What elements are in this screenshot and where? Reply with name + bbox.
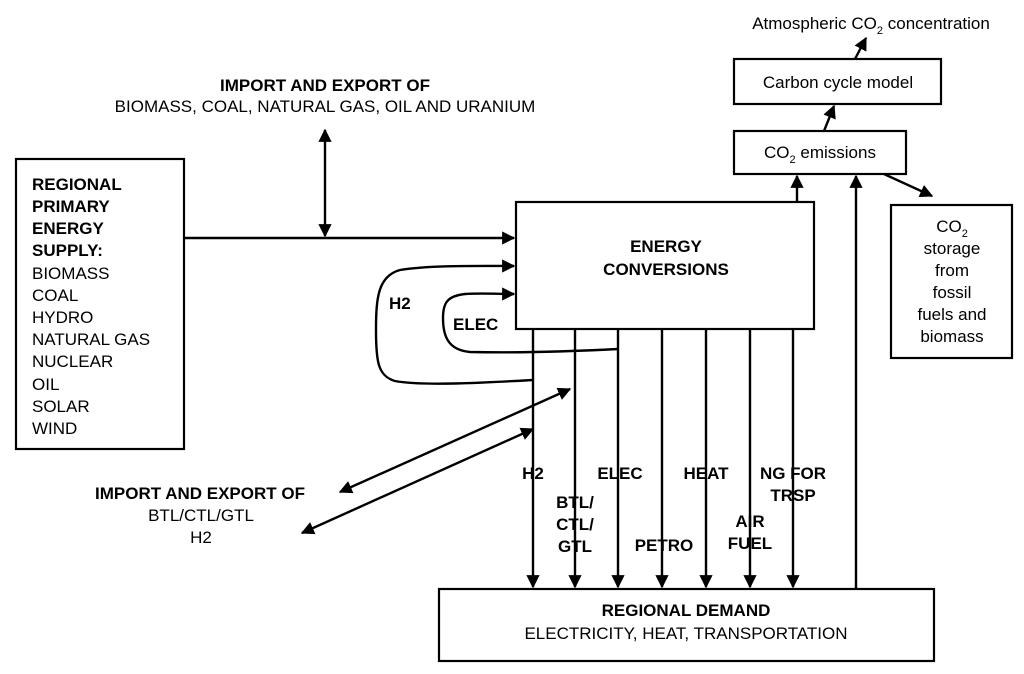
supply-item-oil: OIL [32,375,59,394]
supply-item-hydro: HYDRO [32,308,93,327]
co2-emissions-label: CO2 emissions [764,143,876,166]
regional-demand-box [437,587,936,663]
h2-feedback-loop-arrow [374,259,534,385]
conversions-line-1: ENERGY [630,237,702,256]
emissions-to-storage-arrow [883,172,934,198]
regional-primary-energy-supply-box [14,157,186,451]
flow-elec-label: ELEC [597,464,642,483]
storage-line-4: fossil [933,283,972,302]
demand-title: REGIONAL DEMAND [602,601,771,620]
carbon-cycle-model-box [732,57,943,106]
carbon-model-to-atmospheric-arrow [853,36,868,60]
demand-subtitle: ELECTRICITY, HEAT, TRANSPORTATION [524,624,847,643]
import-primary-subtitle: BIOMASS, COAL, NATURAL GAS, OIL AND URAN… [115,97,536,116]
flow-petro-label: PETRO [635,536,694,555]
storage-line-1: CO2 [936,217,968,240]
emissions-to-carbon-model-arrow [822,104,836,132]
conversions-line-2: CONVERSIONS [603,260,729,279]
feedback-h2-label: H2 [389,294,411,313]
supply-heading-line-1: REGIONAL [32,175,122,194]
supply-item-wind: WIND [32,419,77,438]
supply-item-solar: SOLAR [32,397,90,416]
import-fuels-line-1: BTL/CTL/GTL [148,506,254,525]
fuels-import-export-arrow-lower [300,427,535,535]
supply-heading-line-3: ENERGY [32,219,104,238]
storage-line-3: from [935,261,969,280]
supply-heading-line-2: PRIMARY [32,197,110,216]
feedback-elec-label: ELEC [453,315,498,334]
import-primary-title: IMPORT AND EXPORT OF [220,76,430,95]
carbon-cycle-model-label: Carbon cycle model [763,73,913,92]
supply-item-biomass: BIOMASS [32,264,109,283]
supply-item-natural-gas: NATURAL GAS [32,330,150,349]
import-fuels-title: IMPORT AND EXPORT OF [95,484,305,503]
storage-line-6: biomass [920,327,983,346]
atmospheric-co2-label: Atmospheric CO2 concentration [752,14,990,37]
elec-feedback-loop-arrow [441,287,619,354]
co2-emissions-box [732,129,908,176]
co2-storage-box [889,203,1014,360]
supply-item-nuclear: NUCLEAR [32,352,113,371]
storage-line-5: fuels and [918,305,987,324]
storage-line-2: storage [924,239,981,258]
supply-heading-line-4: SUPPLY: [32,241,103,260]
supply-item-coal: COAL [32,286,78,305]
energy-conversions-box [514,200,816,331]
import-fuels-line-2: H2 [190,528,212,547]
